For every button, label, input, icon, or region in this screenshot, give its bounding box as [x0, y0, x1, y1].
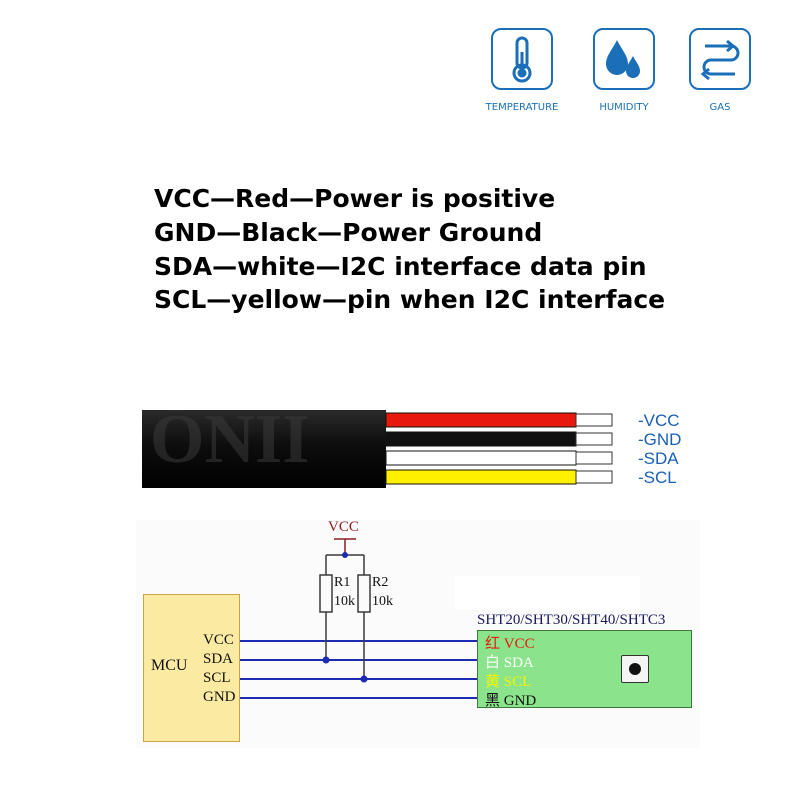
water-drops-icon	[606, 40, 640, 78]
wire-label-gnd: -GND	[638, 430, 682, 449]
temperature-label: TEMPERATURE	[485, 102, 559, 113]
sensor-pin-sda-name: SDA	[503, 655, 534, 671]
mcu-pin-gnd: GND	[203, 689, 236, 705]
wire-label-sda: -SDA	[638, 449, 679, 468]
desc-line-sda: SDA—white—I2C interface data pin	[154, 252, 647, 281]
sensor-pin-vcc-name: VCC	[503, 636, 535, 652]
desc-line-scl: SCL—yellow—pin when I2C interface	[154, 285, 666, 314]
sensor-pin-vcc: 红 VCC	[485, 632, 535, 653]
wire-vcc	[385, 412, 613, 428]
r1-value: 10k	[334, 594, 355, 609]
humidity-icon-box	[593, 28, 655, 90]
mcu-pin-sda: SDA	[203, 651, 234, 667]
sensor-module	[477, 630, 692, 708]
resistor-r1	[319, 574, 333, 613]
gas-flow-icon	[700, 39, 740, 81]
wire-gnd	[385, 431, 613, 447]
sensor-pin-gnd-name: GND	[503, 693, 537, 709]
wire-scl	[385, 469, 613, 485]
wire-label-scl: -SCL	[638, 468, 677, 487]
sensor-pin-scl: 黄 SCL	[485, 670, 531, 691]
mcu-label: MCU	[151, 657, 188, 674]
r1-name: R1	[334, 575, 351, 590]
wire-label-vcc: -VCC	[638, 411, 680, 430]
sensor-port-icon	[629, 663, 641, 675]
mcu-pin-scl: SCL	[203, 670, 231, 686]
mcu-block	[143, 594, 240, 742]
gas-icon-box	[689, 28, 751, 90]
r2-value: 10k	[372, 594, 393, 609]
sensor-pin-sda: 白 SDA	[485, 651, 534, 672]
cable-watermark: ONII	[150, 401, 309, 478]
thermometer-icon	[512, 36, 532, 83]
sensor-pin-scl-cn: 黄	[485, 674, 501, 690]
cable-jacket	[142, 410, 386, 488]
wire-sda	[385, 450, 613, 466]
sensor-title: SHT20/SHT30/SHT40/SHTC3	[477, 612, 666, 628]
temperature-icon-box	[491, 28, 553, 90]
humidity-label: HUMIDITY	[599, 102, 649, 113]
sensor-pin-sda-cn: 白	[485, 655, 501, 671]
sensor-pin-scl-name: SCL	[503, 674, 532, 690]
sensor-pin-vcc-cn: 红	[485, 636, 501, 652]
sensor-pin-gnd-cn: 黑	[485, 693, 501, 709]
mcu-pin-vcc: VCC	[203, 632, 234, 648]
junction-scl	[360, 675, 368, 683]
r2-name: R2	[372, 575, 389, 590]
sensor-pin-gnd: 黑 GND	[485, 689, 536, 710]
gas-label: GAS	[709, 102, 731, 113]
desc-line-gnd: GND—Black—Power Ground	[154, 218, 543, 247]
sensor-title-backdrop	[455, 576, 640, 610]
vcc-rail-label: VCC	[328, 519, 359, 535]
junction-sda	[322, 656, 330, 664]
resistor-r2	[357, 574, 371, 613]
desc-line-vcc: VCC—Red—Power is positive	[154, 184, 556, 213]
sensor-chip	[621, 655, 649, 683]
